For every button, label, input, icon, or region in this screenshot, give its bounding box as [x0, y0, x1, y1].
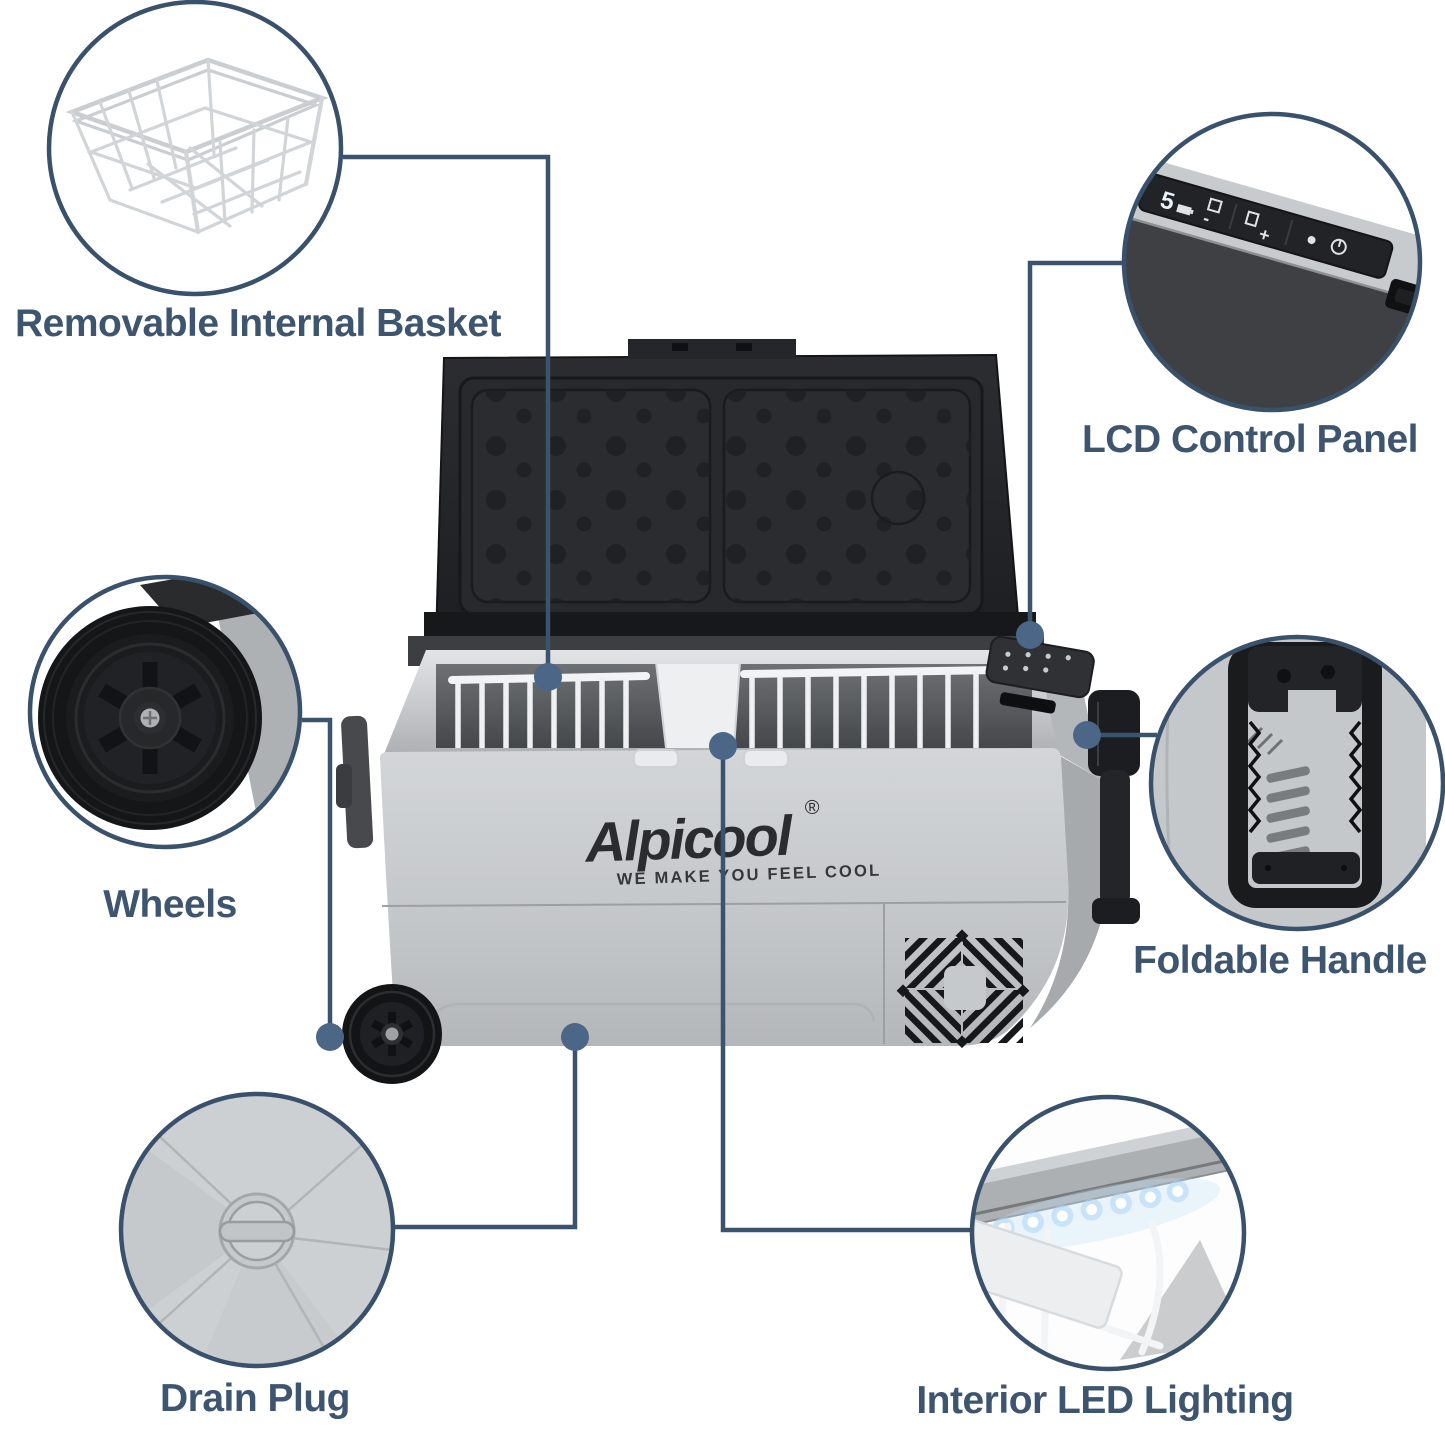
- connector-drain: [395, 1037, 578, 1230]
- lid-panel-left: [470, 388, 712, 604]
- callout-circle-drain: [118, 1091, 396, 1369]
- internal-baskets: [448, 666, 1004, 753]
- connector-lcd: [1027, 260, 1122, 635]
- connector-dots: [316, 621, 1101, 1051]
- vent-grille: [896, 929, 1030, 1049]
- registered-mark: ®: [804, 797, 820, 820]
- wheel-icon: [30, 577, 300, 847]
- callout-circle-led: [969, 1094, 1247, 1372]
- body-control-panel: [985, 635, 1095, 714]
- side-handle-left: [336, 715, 374, 849]
- brand-logo: Alpicool ® WE MAKE YOU FEEL COOL: [582, 797, 881, 889]
- callout-circle-lcd: [1121, 111, 1423, 413]
- body-side-right: [1030, 756, 1108, 1028]
- lid-panel-right: [722, 388, 972, 604]
- feature-label-wheels: Wheels: [103, 883, 237, 926]
- connector-basket: [343, 154, 551, 677]
- brand-logo-text: Alpicool: [582, 804, 794, 874]
- callout-circle-handle: [1148, 634, 1445, 932]
- lid-latch-left: [633, 749, 679, 768]
- drain-plug-icon: [121, 1094, 393, 1366]
- feature-label-drain-plug: Drain Plug: [159, 1377, 351, 1420]
- basket-icon: [49, 2, 341, 294]
- portable-fridge-product: Alpicool ® WE MAKE YOU FEEL COOL: [336, 339, 1140, 1084]
- lid-latch-right: [743, 749, 789, 768]
- callout-connectors: [302, 154, 1157, 1233]
- connector-wheels: [302, 717, 333, 1037]
- product-wheel: [342, 984, 442, 1084]
- panel-minus-glyph: -: [1201, 208, 1212, 229]
- open-lid: [424, 339, 1036, 652]
- feature-label-lcd-control-panel: LCD Control Panel: [1081, 418, 1419, 461]
- callout-circle-wheels: [27, 574, 303, 850]
- led-lighting-icon: [972, 1097, 1244, 1369]
- feature-label-interior-led-lighting: Interior LED Lighting: [916, 1379, 1294, 1422]
- feature-label-removable-internal-basket: Removable Internal Basket: [15, 302, 502, 345]
- lcd-panel-icon: 5 - +: [1124, 114, 1420, 410]
- connector-led: [720, 746, 970, 1233]
- feature-label-foldable-handle: Foldable Handle: [1133, 939, 1427, 982]
- handle-icon: [1151, 637, 1443, 929]
- callout-circle-basket: [46, 0, 344, 297]
